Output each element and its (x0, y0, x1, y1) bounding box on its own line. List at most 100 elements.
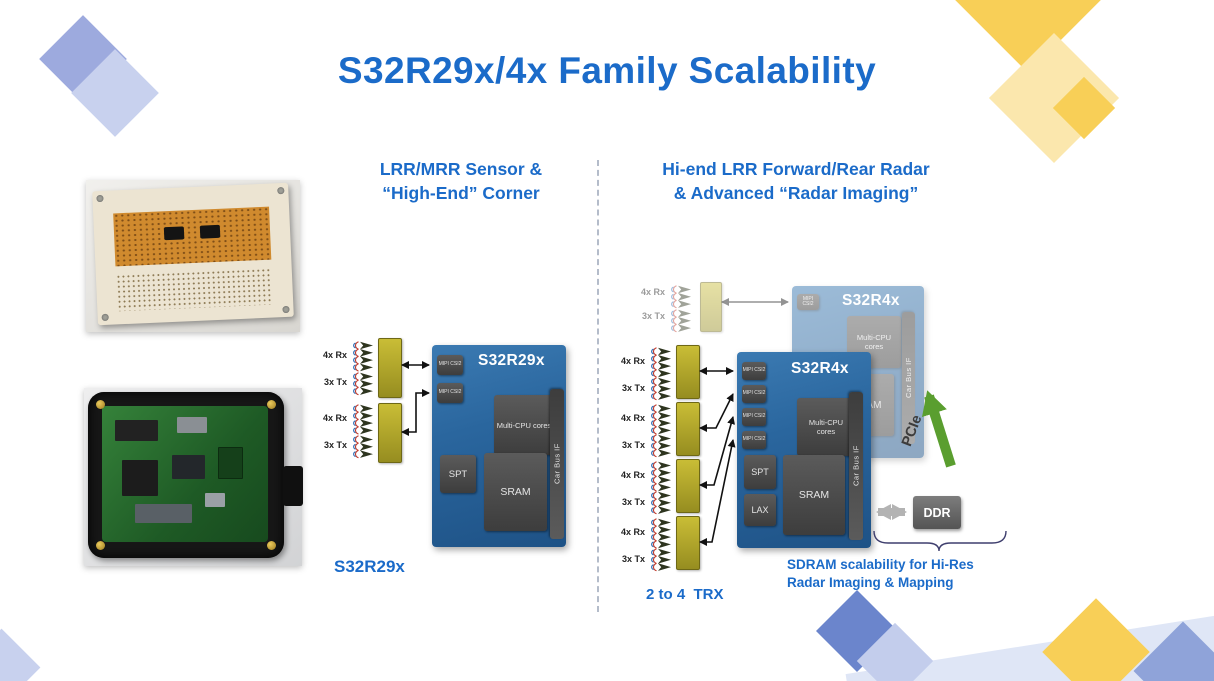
antenna-array-icon (353, 372, 374, 396)
antenna-label: 3x Tx (621, 497, 645, 507)
left-heading-line1: LRR/MRR Sensor & (379, 159, 543, 179)
block-sram: SRAM (484, 453, 547, 531)
left-section-heading: LRR/MRR Sensor & “High-End” Corner (330, 157, 592, 205)
block-multi-cpu: Multi-CPU cores (494, 395, 554, 455)
module-pcb (102, 406, 268, 542)
antenna-array-icon (353, 435, 374, 459)
screw (267, 400, 276, 409)
antenna-label: 4x Rx (620, 527, 645, 537)
chip-name: S32R4x (842, 292, 900, 309)
screw (267, 541, 276, 550)
block-mipi-csi: MIPI CSI2 (797, 294, 819, 310)
chip-name: S32R4x (791, 360, 849, 377)
pcie-arrow (921, 390, 956, 468)
block-lax: LAX (744, 494, 776, 526)
right-section-heading: Hi-end LRR Forward/Rear Radar & Advanced… (615, 157, 977, 205)
decor-diamond (0, 628, 41, 681)
s32r4x-chip: S32R4x MIPI CSI2 MIPI CSI2 MIPI CSI2 MIP… (737, 352, 871, 548)
pcb-component (176, 416, 207, 434)
module-connector (283, 466, 303, 507)
trx-caption: 2 to 4 TRX (646, 586, 724, 603)
antenna-array-icon (671, 309, 692, 333)
block-mipi-csi: MIPI CSI2 (742, 408, 766, 426)
slide-title: S32R29x/4x Family Scalability (337, 50, 877, 91)
right-heading-line1: Hi-end LRR Forward/Rear Radar (662, 159, 930, 179)
s32r29x-chip: S32R29x MIPI CSI2 MIPI CSI2 Multi-CPU co… (432, 345, 566, 547)
antenna-label: 3x Tx (323, 377, 347, 387)
antenna-array-icon (651, 377, 672, 401)
antenna-array-icon (671, 285, 692, 309)
screw (96, 400, 105, 409)
antenna-array-icon (353, 341, 374, 372)
antenna-chip (163, 226, 185, 241)
antenna-label: 4x Rx (620, 356, 645, 366)
screw (96, 541, 105, 550)
right-heading-line2: & Advanced “Radar Imaging” (673, 183, 919, 204)
sdram-note-line2: Radar Imaging & Mapping (787, 575, 954, 591)
screw (277, 186, 285, 195)
antenna-label: 4x Rx (322, 413, 347, 423)
pcb-component (115, 419, 159, 442)
rf-transceiver-chip (676, 402, 700, 456)
pcb-component (135, 503, 192, 523)
sdram-note-line1: SDRAM scalability for Hi-Res (787, 557, 974, 572)
antenna-chip (199, 224, 221, 239)
antenna-board-photo (86, 180, 300, 332)
antenna-array-icon (651, 347, 672, 378)
block-mipi-csi: MIPI CSI2 (437, 383, 463, 403)
block-car-bus-if: Car Bus IF (849, 392, 863, 540)
block-mipi-csi: MIPI CSI2 (742, 385, 766, 403)
right-diagram-connectors (699, 367, 736, 546)
ghost-antenna-label: 4x Rx (640, 287, 665, 297)
antenna-label: 4x Rx (322, 350, 347, 360)
block-multi-cpu: Multi-CPU cores (797, 398, 855, 456)
antenna-array-icon (651, 404, 672, 435)
sdram-brace (873, 530, 1007, 552)
pcb-component (171, 454, 205, 480)
block-spt: SPT (744, 455, 776, 489)
via-array (115, 267, 274, 311)
antenna-label: 3x Tx (621, 554, 645, 564)
left-heading-line2: “High-End” Corner (382, 183, 540, 204)
antenna-label: 3x Tx (323, 440, 347, 450)
rf-transceiver-chip (676, 345, 700, 399)
screw (101, 313, 109, 322)
rf-transceiver-chip (378, 403, 402, 463)
ddr-block: DDR (913, 496, 961, 529)
antenna-label: 4x Rx (620, 470, 645, 480)
rf-transceiver-chip (676, 516, 700, 570)
block-spt: SPT (440, 455, 476, 493)
antenna-label: 4x Rx (620, 413, 645, 423)
left-diagram-connectors (401, 361, 430, 436)
screw (96, 194, 104, 203)
block-mipi-csi: MIPI CSI2 (437, 355, 463, 375)
antenna-array-icon (651, 518, 672, 549)
module-housing (88, 392, 284, 558)
chip-name: S32R29x (478, 352, 545, 369)
antenna-array-icon (651, 434, 672, 458)
antenna-array-icon (353, 404, 374, 435)
antenna-array-icon (651, 461, 672, 492)
rf-transceiver-chip (676, 459, 700, 513)
antenna-array-icon (651, 548, 672, 572)
block-sram: SRAM (783, 455, 845, 535)
section-divider (597, 160, 599, 612)
radar-module-photo (84, 388, 303, 566)
pcb-component (121, 460, 159, 496)
block-mipi-csi: MIPI CSI2 (742, 431, 766, 449)
ghost-antenna-label: 3x Tx (641, 311, 665, 321)
antenna-array-icon (651, 491, 672, 515)
pcb-component (204, 493, 225, 507)
screw (282, 305, 290, 314)
antenna-array-area (112, 206, 272, 267)
antenna-pcb (92, 182, 294, 326)
antenna-label: 3x Tx (621, 440, 645, 450)
rf-transceiver-chip (378, 338, 402, 398)
block-car-bus-if: Car Bus IF (550, 389, 564, 539)
rf-transceiver-chip (700, 282, 722, 332)
left-diagram-caption: S32R29x (334, 557, 405, 576)
pcb-component (218, 446, 244, 479)
block-mipi-csi: MIPI CSI2 (742, 362, 766, 380)
antenna-label: 3x Tx (621, 383, 645, 393)
